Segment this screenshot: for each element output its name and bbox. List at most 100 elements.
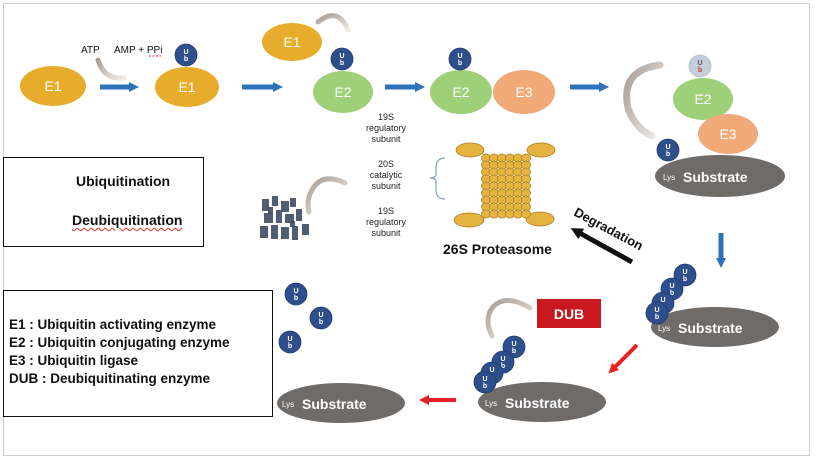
peptide-fragment — [260, 226, 268, 238]
proteasome-bead — [521, 209, 531, 219]
arrow-legend — [3, 157, 204, 247]
svg-text:U: U — [660, 297, 665, 304]
svg-text:b: b — [512, 348, 516, 355]
peptide-fragment — [290, 198, 296, 207]
svg-text:b: b — [698, 67, 702, 74]
ubiquitin-layer: UbUbUbUbUbUbUbUbUbUbUbUbUbUbUbUb — [174, 43, 712, 394]
substrate-dub-lys: Lys — [485, 399, 497, 408]
svg-text:U: U — [654, 307, 659, 314]
bottom-subunit-line3: subunit — [371, 228, 401, 238]
substrate-dub-label: Substrate — [505, 395, 570, 411]
ub-on-e1: Ub — [174, 43, 198, 67]
substrate-polyub-label: Substrate — [678, 320, 743, 336]
e1-free — [20, 66, 86, 106]
substrate-mono-label: Substrate — [683, 169, 748, 185]
substrate-dub — [478, 382, 606, 422]
ub-on-substrate: Ub — [656, 138, 680, 162]
svg-text:b: b — [683, 276, 687, 283]
legend-deubiquitination: Deubiquitination — [72, 212, 183, 228]
svg-text:U: U — [669, 283, 674, 290]
glossary-e2: E2 : Ubiquitin conjugating enzyme — [9, 335, 230, 350]
glossary-e3: E3 : Ubiquitin ligase — [9, 353, 139, 368]
ub-chain-4: Ub — [645, 301, 669, 325]
ub-released-1: Ub — [284, 282, 308, 306]
peptide-fragments — [260, 196, 309, 240]
svg-text:U: U — [500, 356, 505, 363]
e2-ligase — [673, 78, 733, 120]
substrate-polyub-lys: Lys — [658, 324, 670, 333]
svg-text:b: b — [294, 295, 298, 302]
svg-text:b: b — [670, 290, 674, 297]
svg-text:U: U — [482, 376, 487, 383]
substrate-free — [277, 383, 405, 423]
ub-transferring: Ub — [688, 54, 712, 78]
e3-complex-label: E3 — [515, 84, 532, 100]
core-subunit-line3: subunit — [371, 181, 401, 191]
peptide-fragment — [296, 209, 302, 221]
amp-ppi-label: AMP + PPi — [114, 45, 162, 56]
peptide-fragment — [268, 207, 273, 214]
peptide-fragment — [292, 226, 298, 240]
substrate-polyub — [651, 307, 779, 347]
dub-curve-arrow — [485, 298, 533, 339]
substrate-free-lys: Lys — [282, 400, 294, 409]
bottom-subunit-line2: regulatory — [366, 217, 407, 227]
svg-text:U: U — [339, 53, 344, 60]
dub-red-arrow-1 — [608, 343, 639, 374]
degradation-label: Degradation — [572, 204, 646, 253]
top-subunit-line3: subunit — [371, 134, 401, 144]
legend-ubiquitination: Ubiquitination — [76, 173, 171, 189]
peptide-fragment — [271, 225, 278, 239]
e3-ligase-label: E3 — [719, 126, 736, 142]
substrate-free-label: Substrate — [302, 396, 367, 412]
e1-transfer-label: E1 — [283, 34, 300, 50]
degradation-arrow — [570, 228, 634, 265]
peptide-fragment — [281, 227, 289, 239]
core-subunit-brace — [429, 157, 446, 200]
atp-label: ATP — [81, 45, 100, 56]
e2-charged — [313, 71, 373, 113]
peptide-fragment — [290, 221, 295, 227]
core-subunit-line2: catalytic — [370, 170, 403, 180]
e2-ligase-label: E2 — [694, 91, 711, 107]
proteasome-cap-top-left — [455, 142, 485, 158]
ub-dub-chain-4: Ub — [473, 370, 497, 394]
e1-free-label: E1 — [44, 78, 61, 94]
proteasome-cap-top-right — [526, 142, 556, 158]
svg-text:b: b — [458, 60, 462, 67]
e3-ligase — [698, 114, 758, 154]
proteasome-core — [481, 153, 531, 219]
e2-complex-label: E2 — [452, 84, 469, 100]
proteasome-26s — [453, 142, 556, 228]
peptide-fragment — [262, 199, 269, 211]
abbreviation-glossary — [3, 290, 273, 417]
svg-text:U: U — [457, 53, 462, 60]
svg-text:U: U — [665, 144, 670, 151]
dub-box — [537, 299, 601, 328]
proteasome-name: 26S Proteasome — [443, 241, 552, 257]
svg-text:U: U — [293, 288, 298, 295]
fragment-curve-arrow — [305, 176, 348, 215]
substrate-mono — [655, 155, 785, 197]
core-subunit-line1: 20S — [378, 159, 394, 169]
atp-curve-arrow — [95, 57, 127, 81]
transfer-curve-arrow — [315, 13, 351, 33]
top-subunit-line2: regulatory — [366, 123, 407, 133]
svg-text:b: b — [288, 343, 292, 350]
svg-text:U: U — [682, 269, 687, 276]
svg-text:b: b — [184, 56, 188, 63]
peptide-fragment — [302, 224, 309, 235]
svg-text:U: U — [183, 49, 188, 56]
subunit-labels: 19S regulatory subunit 20S catalytic sub… — [366, 112, 407, 238]
substrate-mono-lys: Lys — [663, 173, 675, 182]
e3-complex — [493, 70, 555, 114]
bottom-subunit-line1: 19S — [378, 206, 394, 216]
glossary-e1: E1 : Ubiquitin activating enzyme — [9, 317, 217, 332]
svg-text:U: U — [318, 312, 323, 319]
e1-transfer — [262, 23, 322, 61]
svg-text:b: b — [340, 60, 344, 67]
ub-on-e2-e3: Ub — [448, 47, 472, 71]
svg-text:U: U — [287, 336, 292, 343]
e2-charged-label: E2 — [334, 84, 351, 100]
